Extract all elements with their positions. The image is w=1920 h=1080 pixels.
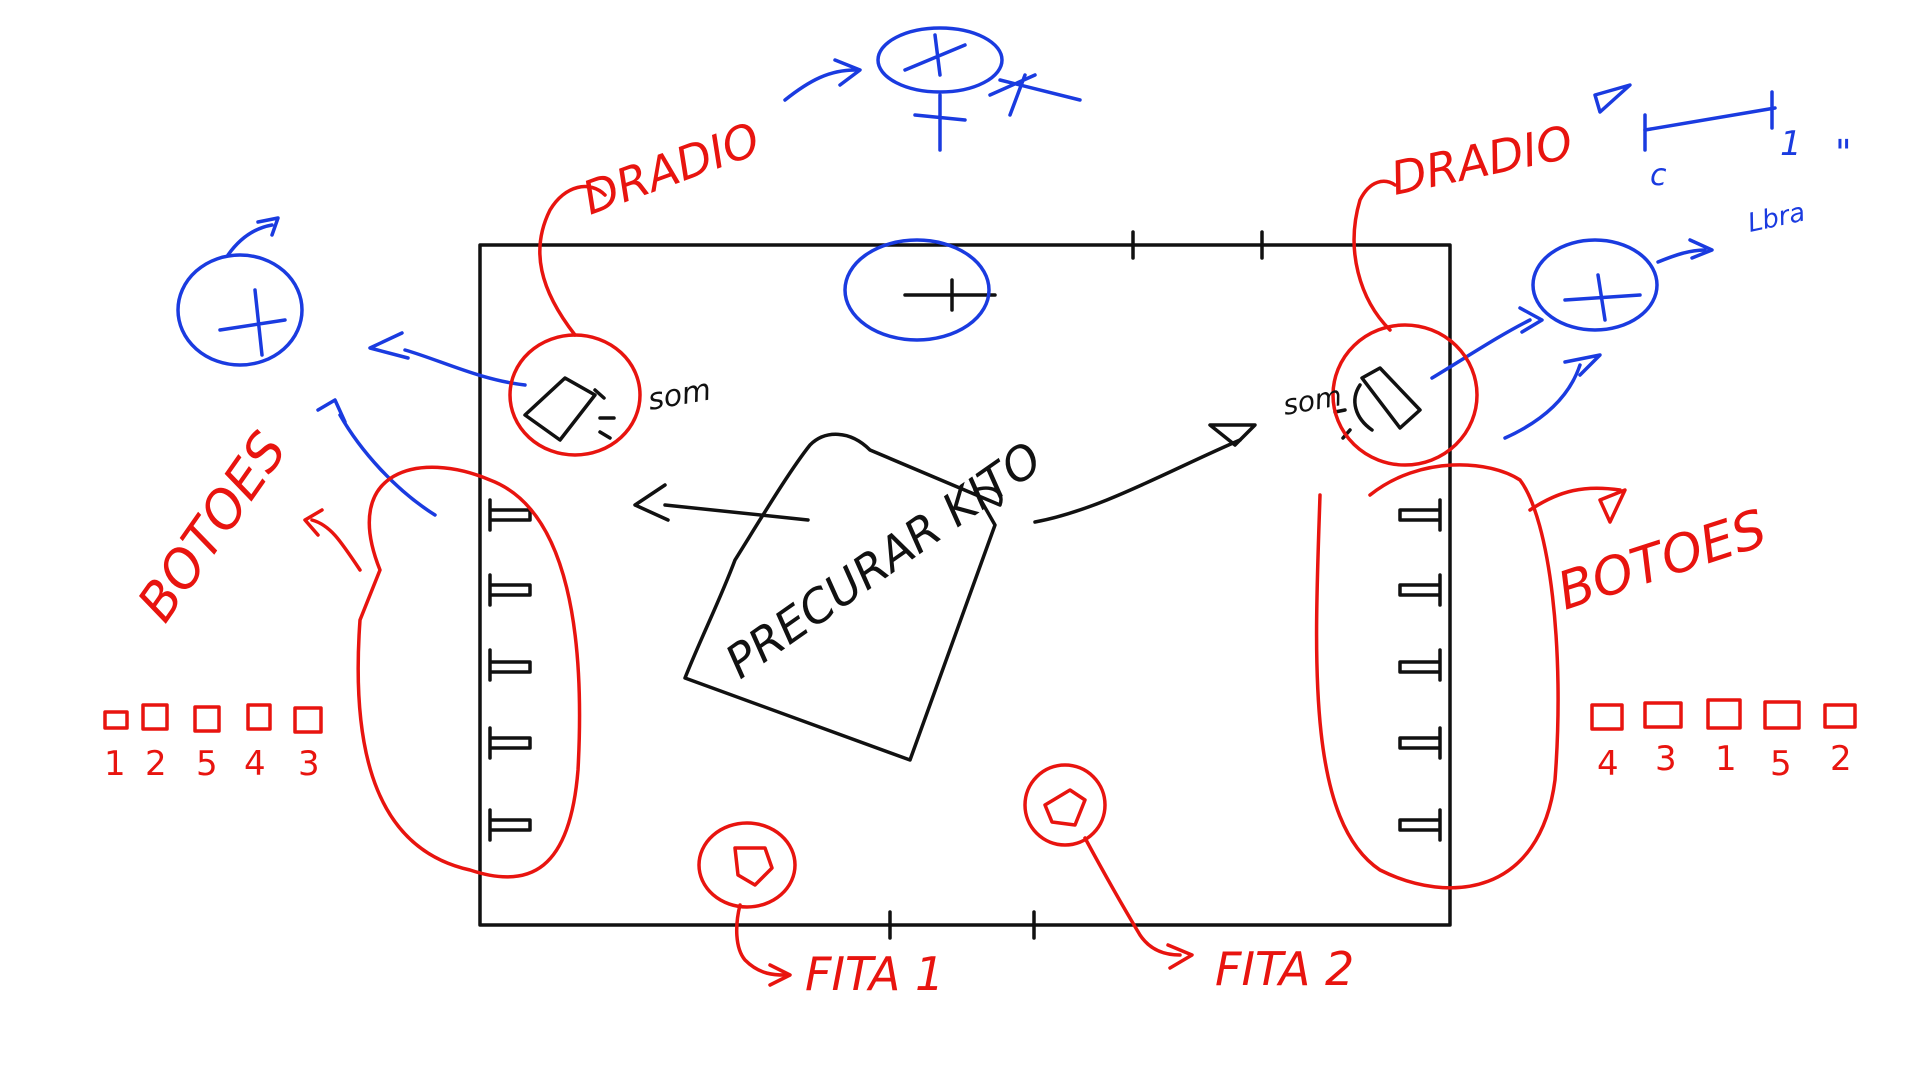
order-right-1: 3 [1655,739,1677,779]
order-left-4: 3 [298,744,320,784]
order-left-2: 5 [196,744,218,784]
device-frame [478,230,1452,940]
tape-icon [697,821,797,987]
blue-arrow-radio-left [783,58,862,102]
radio-label-right: DRADIO [1386,115,1577,206]
buttons-label-right: BOTOES [1550,499,1773,623]
order-numbers-right: 4 3 1 5 2 [1597,739,1852,784]
blue-mark-quote: " [1835,133,1852,174]
order-left-0: 1 [104,744,126,784]
blue-circle-right [1531,238,1714,332]
order-right-2: 1 [1715,739,1737,779]
tape-icon [1023,763,1194,970]
order-right-0: 4 [1597,744,1619,784]
blue-circle-top-center [843,238,991,342]
red-enclosure-buttons-left [303,465,582,879]
order-squares-left [103,703,323,734]
radio-label-left: DRADIO [575,112,766,226]
top-center-t-mark [903,278,997,312]
arrow-to-radio-right [1033,423,1257,524]
blue-circle-left [176,216,304,367]
red-circle-radio-right [1331,179,1479,467]
arrow-to-radio-left [633,483,810,522]
sheet-label-line-1: PRECURAR KITO [715,431,1051,689]
buttons-label-left: BOTOES [126,422,299,633]
blue-tick-marks-top-right [1593,83,1777,152]
tape-label-2: FITA 2 [1215,942,1354,996]
order-right-4: 2 [1830,739,1852,779]
order-squares-right [1590,698,1857,731]
red-circle-radio-left [508,184,642,457]
order-right-3: 5 [1770,744,1792,784]
order-numbers-left: 1 2 5 4 3 [104,744,320,784]
red-enclosure-buttons-right [1314,463,1627,890]
blue-scribble-label: Lbra [1745,198,1808,239]
blue-circle-top [876,26,1082,152]
blue-arrow-left-upper [368,331,527,387]
blue-arrow-right-lower [1503,353,1602,440]
flashlight-icon [1333,366,1422,440]
flashlight-icon [523,376,616,442]
blue-tick-label-1: 1 [1780,124,1802,164]
left-button-stack [488,498,532,842]
tape-label-1: FITA 1 [805,947,944,1001]
order-left-3: 4 [244,744,266,784]
order-left-1: 2 [145,744,167,784]
blue-arrow-right-to-radio [1430,306,1544,380]
blue-tick-label-c: c [1650,158,1667,193]
blue-arrow-left-lower [316,398,437,517]
right-button-stack [1398,498,1442,842]
speaker-label-left: som [645,372,713,417]
